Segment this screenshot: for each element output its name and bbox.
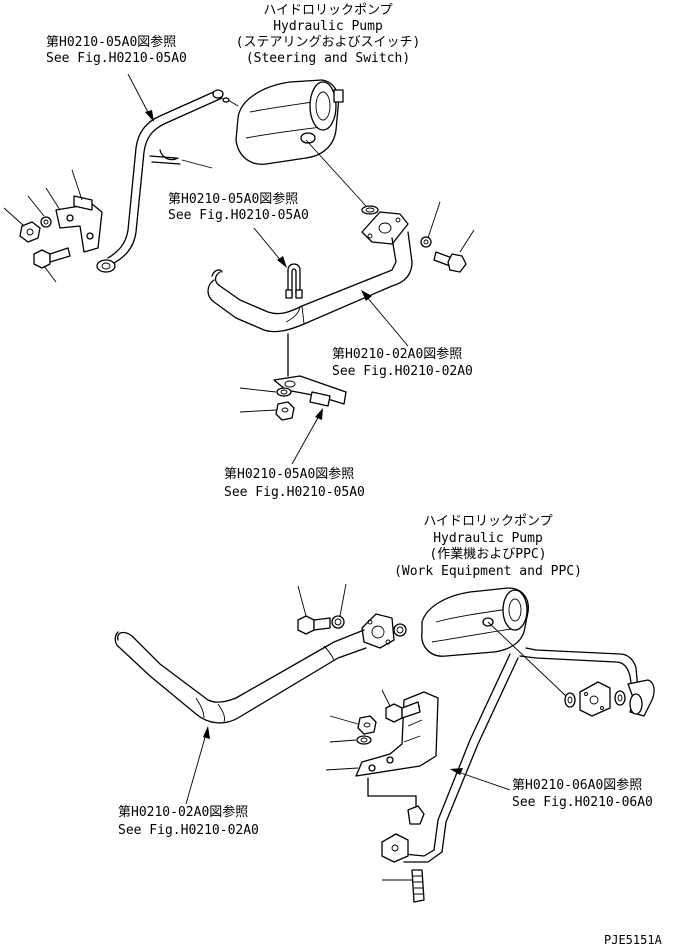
upper-left-tube (96, 89, 224, 273)
pump-top-sub-jp: (ステアリングおよびスイッチ) (236, 35, 421, 50)
lower-hydraulic-pump (421, 587, 529, 657)
ref-upper-bottom-label: 第H0210-05A0図参照 See Fig.H0210-05A0 (224, 466, 365, 500)
lower-bracket-bolt (385, 701, 421, 723)
lower-suction-hose (114, 629, 367, 724)
upper-flange (361, 211, 409, 245)
upper-left-bracket (55, 195, 103, 253)
upper-ref-arrows (127, 73, 409, 465)
ref-lower-right-label: 第H0210-06A0図参照 See Fig.H0210-06A0 (512, 777, 653, 810)
lower-clamp (367, 777, 425, 863)
pump-bottom-label: ハイドロリックポンプ Hydraulic Pump (作業機およびPPC) (W… (394, 514, 582, 579)
ref-lower-right-en: See Fig.H0210-06A0 (512, 795, 653, 810)
ref-upper-right-en: See Fig.H0210-02A0 (332, 364, 473, 379)
ref-upper-left-en: See Fig.H0210-05A0 (46, 51, 187, 66)
ref-upper-left-jp: 第H0210-05A0図参照 (46, 34, 176, 50)
upper-left-washer (40, 216, 52, 228)
upper-hydraulic-pump (222, 79, 344, 165)
lower-right-flange-block (579, 681, 611, 717)
pump-top-label: ハイドロリックポンプ Hydraulic Pump (ステアリングおよびスイッチ… (236, 3, 421, 66)
upper-u-bolt (285, 263, 303, 299)
upper-support-nut (275, 401, 295, 421)
ref-upper-left-label: 第H0210-05A0図参照 See Fig.H0210-05A0 (46, 34, 187, 66)
pump-top-jp: ハイドロリックポンプ (263, 3, 392, 18)
pump-bottom-en: Hydraulic Pump (433, 531, 543, 546)
lower-right-o-ring-a (564, 692, 576, 708)
ref-upper-right-jp: 第H0210-02A0図参照 (332, 346, 462, 362)
ref-lower-left-jp: 第H0210-02A0図参照 (118, 804, 248, 820)
upper-suction-hose (207, 231, 413, 333)
ref-upper-bottom-en: See Fig.H0210-05A0 (224, 485, 365, 500)
lower-flange (361, 613, 395, 649)
upper-right-bolt (433, 251, 467, 273)
lower-o-ring (393, 623, 407, 637)
ref-lower-left-en: See Fig.H0210-02A0 (118, 823, 259, 838)
pump-bottom-jp: ハイドロリックポンプ (423, 514, 552, 529)
lower-stud-bolt (411, 869, 425, 903)
lower-flange-bolt (297, 615, 331, 635)
upper-support-washer (276, 387, 292, 397)
upper-leader-lines (3, 139, 475, 413)
ref-upper-mid-en: See Fig.H0210-05A0 (168, 208, 309, 223)
pump-bottom-sub-jp: (作業機およびPPC) (429, 546, 546, 562)
lower-right-o-ring-b (614, 690, 626, 706)
lower-bracket-nut (357, 715, 377, 735)
lower-flange-washer (331, 615, 345, 629)
lower-bracket (355, 691, 439, 777)
ref-upper-right-label: 第H0210-02A0図参照 See Fig.H0210-02A0 (332, 346, 473, 379)
ref-upper-mid-label: 第H0210-05A0図参照 See Fig.H0210-05A0 (168, 191, 309, 223)
upper-left-nut (19, 221, 41, 243)
ref-lower-left-label: 第H0210-02A0図参照 See Fig.H0210-02A0 (118, 804, 259, 838)
upper-u-clamp (149, 149, 181, 165)
pump-top-sub-en: (Steering and Switch) (246, 51, 410, 66)
upper-left-bolt (33, 247, 71, 269)
pump-bottom-sub-en: (Work Equipment and PPC) (394, 564, 582, 579)
upper-right-washer (420, 236, 432, 248)
ref-lower-right-jp: 第H0210-06A0図参照 (512, 777, 642, 793)
lower-right-tube (403, 647, 639, 863)
lower-right-elbow (627, 679, 655, 717)
lower-bracket-washer (356, 735, 372, 745)
upper-o-ring (361, 205, 379, 215)
ref-upper-mid-jp: 第H0210-05A0図参照 (168, 191, 298, 207)
drawing-code: PJE5151A (604, 933, 663, 947)
lower-ref-arrows (185, 726, 511, 805)
upper-support-bracket (273, 333, 347, 407)
pump-top-en: Hydraulic Pump (273, 19, 383, 34)
lower-leader-lines (297, 583, 567, 881)
ref-upper-bottom-jp: 第H0210-05A0図参照 (224, 466, 354, 482)
